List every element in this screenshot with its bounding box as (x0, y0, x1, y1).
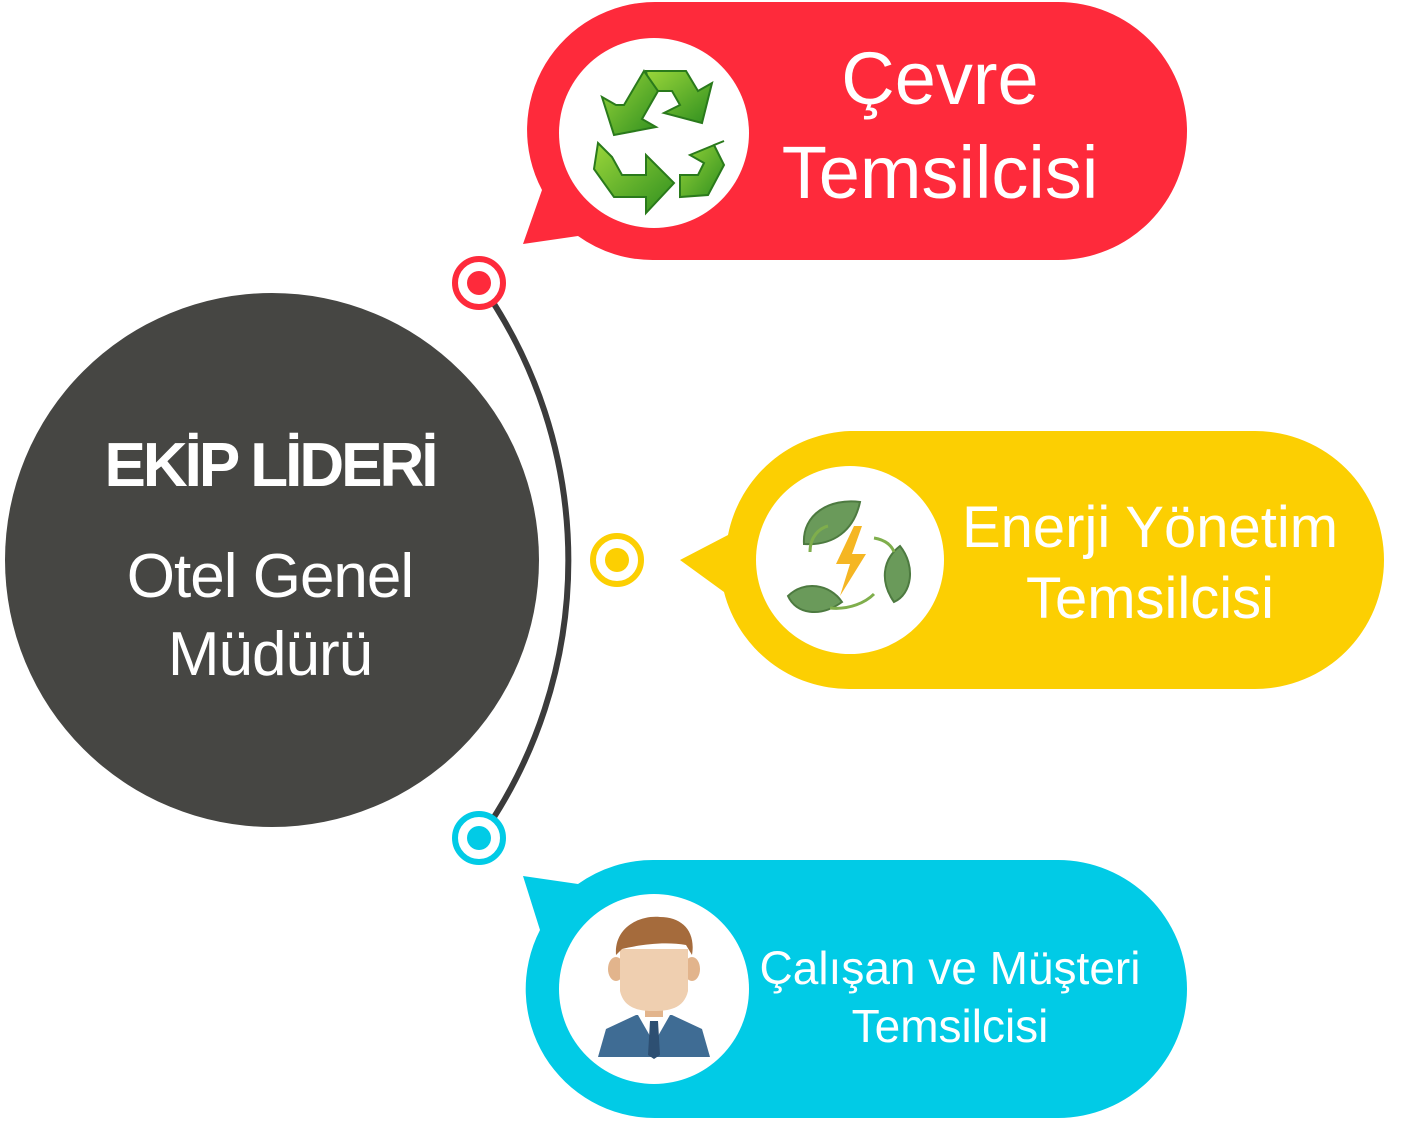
branch-environment (452, 2, 1187, 310)
env-title-line-2: Temsilcisi (781, 131, 1099, 214)
leaf-energy-icon (786, 500, 912, 614)
person-icon (598, 916, 710, 1059)
leader-title-line-1: Otel Genel (126, 542, 414, 611)
leader-circle (5, 293, 539, 827)
staff-node-inner (467, 826, 491, 850)
env-node-inner (467, 271, 491, 295)
branch-staff (452, 811, 1187, 1119)
energy-title-line-2: Temsilcisi (1025, 566, 1275, 631)
leader-title-line-2: Müdürü (167, 620, 373, 689)
recycle-icon (592, 69, 726, 216)
connector-arc (477, 281, 572, 840)
leader-role: EKİP LİDERİ (104, 431, 438, 500)
staff-title-line-2: Temsilcisi (851, 1000, 1049, 1052)
env-title-line-1: Çevre (841, 37, 1039, 120)
branch-energy (590, 431, 1384, 690)
staff-title-line-1: Çalışan ve Müşteri (759, 942, 1141, 994)
energy-title-line-1: Enerji Yönetim (961, 495, 1339, 560)
energy-node-inner (605, 548, 629, 572)
